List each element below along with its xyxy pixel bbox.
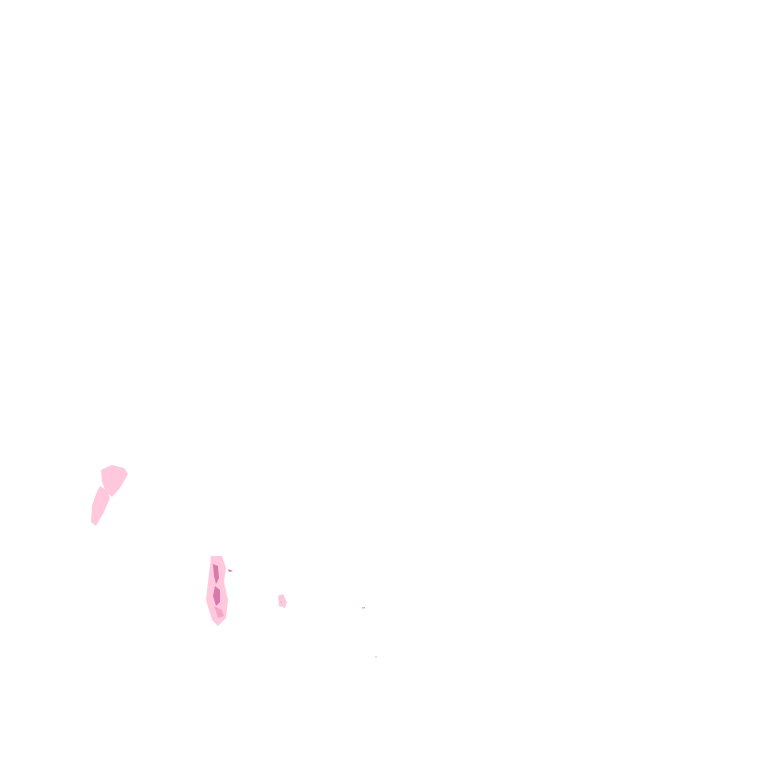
precip-cell bbox=[91, 486, 110, 526]
precip-cell bbox=[362, 607, 365, 609]
precip-cell bbox=[101, 465, 128, 497]
precip-cell bbox=[280, 601, 282, 603]
precip-cell bbox=[214, 606, 224, 618]
precip-spot-east bbox=[278, 594, 377, 658]
precip-cell bbox=[375, 656, 377, 658]
precip-cell bbox=[213, 586, 220, 606]
precip-cell bbox=[213, 564, 219, 584]
precip-cell bbox=[278, 594, 287, 608]
precip-area-west bbox=[91, 465, 128, 526]
precip-band-central bbox=[206, 556, 233, 626]
precip-cell bbox=[228, 569, 233, 572]
